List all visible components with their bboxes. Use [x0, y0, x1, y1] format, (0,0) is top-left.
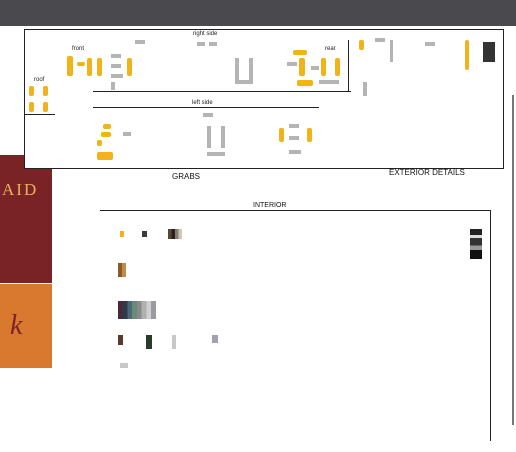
part-front-2	[111, 64, 121, 68]
part-right-1	[197, 42, 205, 46]
detail-item-6	[465, 40, 469, 70]
grab-front-1	[67, 56, 73, 76]
scrollbar[interactable]	[512, 95, 514, 425]
interior-swatch-2	[142, 231, 147, 237]
part-right-3	[235, 58, 239, 80]
divider-left	[93, 107, 319, 108]
part-right-5	[235, 80, 253, 84]
side-panel-red	[0, 155, 52, 283]
part-left-7	[289, 136, 299, 140]
grab-rear-2	[299, 58, 305, 76]
divider-roof	[25, 114, 55, 115]
part-front-4	[111, 82, 115, 90]
side-panel-orange	[0, 284, 52, 368]
part-top-1	[135, 40, 145, 44]
interior-swatch-10	[120, 363, 128, 368]
label-rear: rear	[325, 46, 336, 52]
grab-left-5	[279, 128, 284, 142]
caption-exterior-details: EXTERIOR DETAILS	[389, 168, 465, 177]
part-right-2	[209, 42, 217, 46]
grab-rear-3	[297, 80, 313, 86]
interior-swatch-9	[212, 335, 218, 343]
detail-item-3	[390, 40, 393, 62]
side-logo-k: k	[10, 310, 23, 341]
grab-front-3	[87, 58, 92, 76]
label-roof: roof	[34, 77, 45, 83]
grab-rear-1	[293, 50, 307, 55]
label-left-side: left side	[192, 100, 213, 106]
part-left-8	[289, 150, 301, 154]
grab-left-3	[97, 140, 102, 146]
grab-front-5	[127, 58, 132, 76]
grabs-panel: right side front rear roof left side	[24, 29, 504, 169]
grab-left-2	[101, 132, 111, 137]
grab-rear-5	[335, 58, 340, 76]
caption-grabs: GRABS	[172, 172, 201, 181]
grab-left-1	[103, 124, 111, 129]
label-right-side: right side	[193, 31, 218, 37]
part-right-4	[249, 58, 253, 80]
interior-panel	[100, 210, 491, 441]
part-rear-1	[287, 62, 297, 66]
grab-roof-3	[29, 102, 34, 112]
detail-item-4	[363, 82, 367, 96]
interior-swatch-1	[120, 231, 124, 237]
grab-front-2	[77, 62, 85, 66]
side-logo-letters: AID	[2, 180, 39, 199]
part-front-3	[111, 74, 123, 78]
part-rear-2	[311, 66, 319, 70]
interior-swatch-3	[168, 229, 182, 239]
detail-item-1	[359, 40, 364, 50]
detail-item-5	[425, 42, 435, 46]
part-left-2	[203, 113, 213, 117]
label-front: front	[72, 46, 85, 52]
grab-roof-4	[43, 102, 48, 112]
grab-rear-4	[321, 58, 326, 76]
interior-swatch-4	[118, 263, 126, 277]
grab-roof-2	[43, 86, 48, 96]
part-left-1	[123, 132, 131, 136]
interior-swatch-8	[172, 335, 176, 349]
divider-top	[93, 91, 351, 92]
part-front-1	[111, 54, 121, 58]
grab-front-4	[97, 58, 102, 76]
grab-roof-1	[29, 86, 34, 96]
part-left-4	[221, 126, 225, 148]
caption-interior: INTERIOR	[253, 202, 287, 209]
interior-swatch-7	[146, 335, 152, 349]
divider-rear	[348, 40, 349, 92]
part-left-5	[207, 152, 225, 156]
detail-item-2	[375, 38, 385, 42]
grab-left-4	[97, 152, 113, 160]
top-bar	[0, 0, 516, 26]
detail-item-7	[483, 42, 495, 62]
part-left-3	[207, 126, 211, 148]
interior-swatch-11	[470, 229, 482, 259]
interior-swatch-6	[118, 335, 123, 345]
part-left-6	[289, 124, 299, 128]
part-rear-3	[319, 80, 339, 84]
interior-swatch-5	[118, 301, 156, 319]
grab-left-6	[307, 128, 312, 142]
